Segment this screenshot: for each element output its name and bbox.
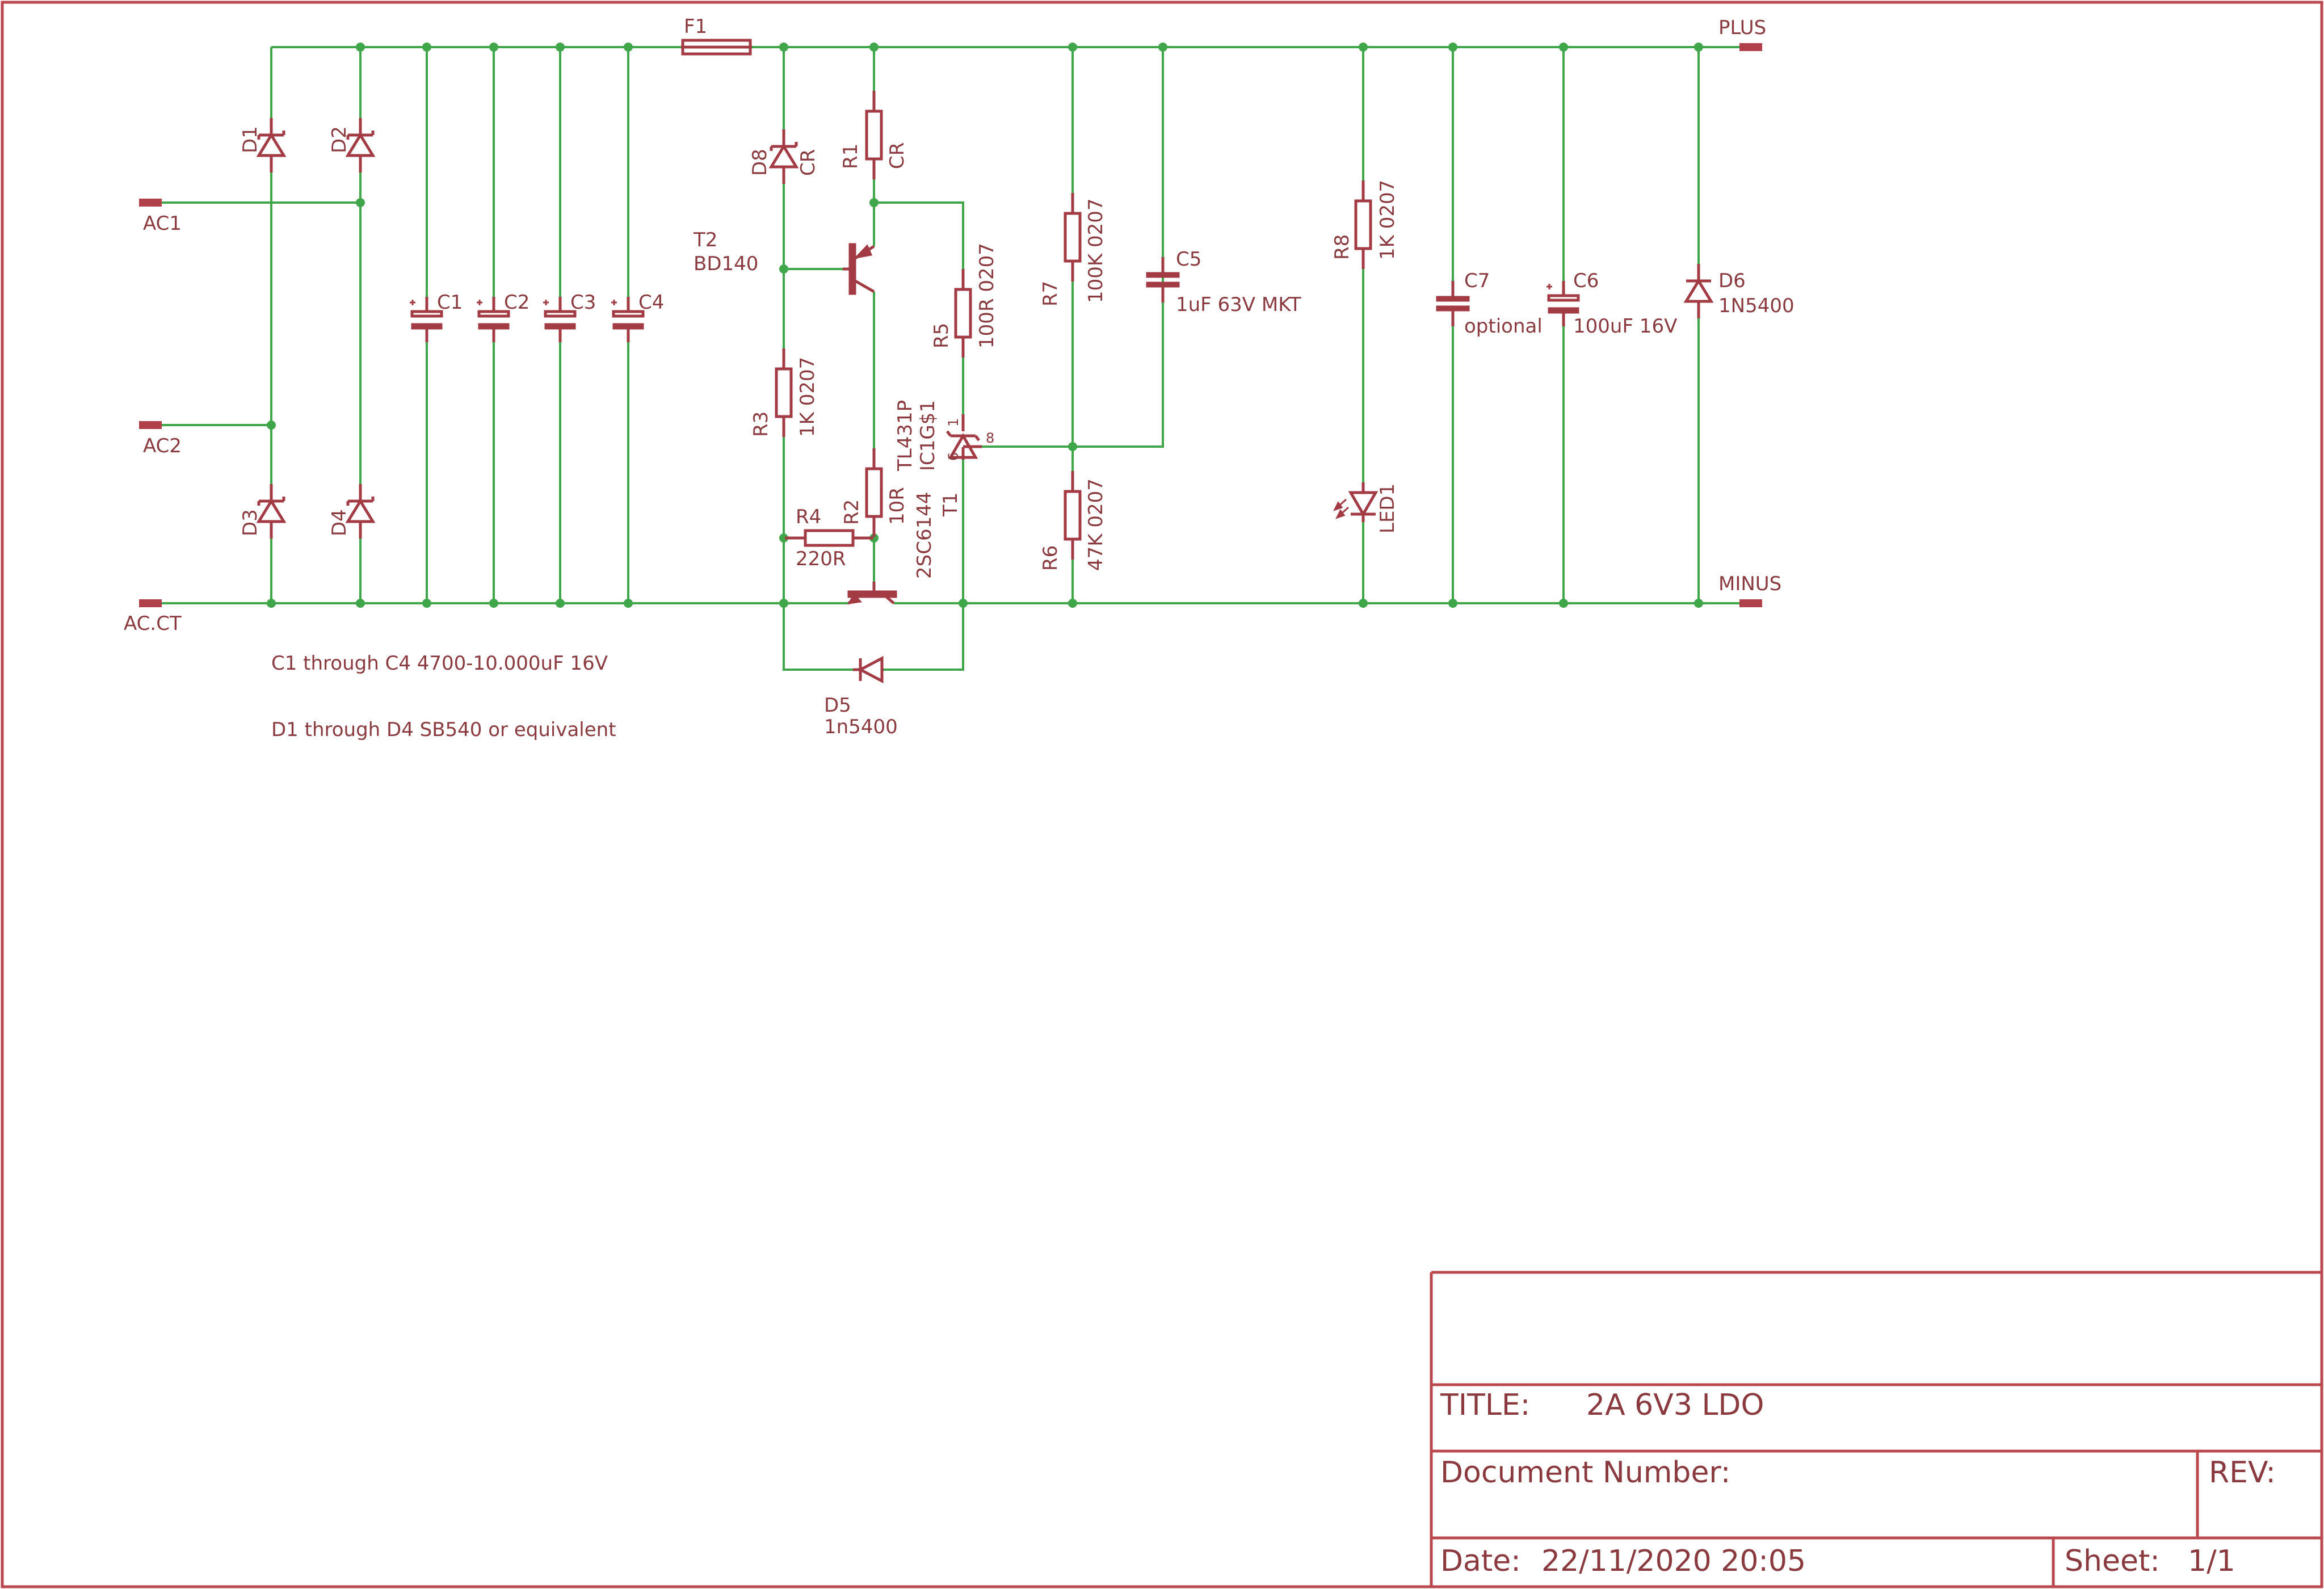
sheet-label: Sheet: — [2065, 1544, 2160, 1578]
note-diodes: D1 through D4 SB540 or equivalent — [271, 718, 616, 741]
pin-6-label: 6 — [945, 452, 961, 461]
capacitor-c2[interactable]: C2 — [477, 291, 529, 342]
port-minus[interactable]: MINUS — [1718, 573, 1781, 607]
label-ic1: IC1G$1 — [917, 400, 939, 471]
capacitor-c6[interactable]: C6 100uF 16V — [1546, 270, 1677, 338]
rev-label: REV: — [2209, 1456, 2276, 1490]
label-d2: D2 — [328, 126, 351, 153]
diode-d2[interactable]: D2 — [328, 118, 373, 173]
label-d8: D8 — [749, 149, 771, 176]
diode-d3[interactable]: D3 — [239, 484, 284, 539]
label-d3: D3 — [239, 509, 262, 536]
label-c7: C7 — [1464, 270, 1490, 292]
capacitor-c7[interactable]: C7 optional — [1437, 270, 1543, 338]
label-d1: D1 — [239, 126, 262, 153]
resistor-r6[interactable]: R6 47K 0207 — [1039, 471, 1107, 571]
label-r5: R5 — [930, 323, 953, 348]
value-t2: BD140 — [694, 253, 758, 275]
value-r2: 10R — [886, 487, 909, 525]
value-ic1: TL431P — [894, 400, 917, 472]
capacitor-c4[interactable]: C4 — [611, 291, 664, 342]
capacitor-c3[interactable]: C3 — [543, 291, 596, 342]
resistor-r3[interactable]: R3 1K 0207 — [750, 348, 819, 437]
value-r7: 100K 0207 — [1085, 198, 1107, 303]
port-ac1[interactable]: AC1 — [139, 199, 182, 235]
shunt-regulator-ic1[interactable]: TL431P IC1G$1 1 6 8 — [894, 400, 994, 472]
label-c1: C1 — [437, 291, 463, 314]
label-t2: T2 — [693, 229, 717, 251]
label-c5: C5 — [1176, 248, 1201, 271]
value-c6: 100uF 16V — [1573, 315, 1677, 338]
junction-dots — [267, 43, 1703, 608]
port-label-minus: MINUS — [1718, 573, 1781, 595]
pin-8-label: 8 — [986, 430, 994, 446]
fuse-f1[interactable]: F1 — [681, 15, 752, 56]
label-c4: C4 — [638, 291, 664, 314]
date-label: Date: — [1440, 1544, 1521, 1578]
label-r2: R2 — [840, 499, 863, 525]
label-r3: R3 — [750, 411, 772, 437]
capacitor-c1[interactable]: C1 — [410, 291, 463, 342]
resistor-r2[interactable]: R2 10R — [840, 448, 909, 537]
label-c3: C3 — [570, 291, 596, 314]
title-label: TITLE: — [1440, 1388, 1530, 1422]
title-value: 2A 6V3 LDO — [1586, 1388, 1764, 1422]
resistor-r4[interactable]: R4 220R — [785, 506, 873, 570]
port-label-ac1: AC1 — [143, 212, 182, 235]
port-label-ac2: AC2 — [143, 435, 182, 457]
label-d5: D5 — [824, 694, 851, 717]
value-d8: CR — [797, 149, 820, 176]
label-c6: C6 — [1573, 270, 1599, 292]
port-ac2[interactable]: AC2 — [139, 421, 182, 457]
wires — [139, 46, 1751, 671]
label-r7: R7 — [1039, 281, 1062, 306]
value-c5: 1uF 63V MKT — [1176, 293, 1301, 316]
label-led1: LED1 — [1376, 484, 1399, 533]
diode-d5[interactable]: D5 1n5400 — [824, 655, 898, 738]
title-block: TITLE: 2A 6V3 LDO Document Number: REV: … — [1430, 1271, 2322, 1587]
resistor-r5[interactable]: R5 100R 0207 — [930, 243, 998, 358]
diode-d4[interactable]: D4 — [328, 484, 373, 539]
diode-d6[interactable]: D6 1N5400 — [1686, 264, 1795, 318]
resistor-r7[interactable]: R7 100K 0207 — [1039, 193, 1107, 306]
label-r8: R8 — [1331, 234, 1354, 260]
value-r5: 100R 0207 — [976, 243, 998, 348]
transistor-t1[interactable]: 2SC6144 T1 — [847, 492, 962, 605]
value-c7: optional — [1464, 315, 1543, 338]
value-r1: CR — [886, 142, 909, 169]
diode-d1[interactable]: D1 — [239, 118, 284, 173]
sheet-value: 1/1 — [2188, 1544, 2235, 1578]
port-label-plus: PLUS — [1718, 16, 1766, 39]
led-led1[interactable]: LED1 — [1333, 482, 1399, 533]
diode-d8[interactable]: D8 CR — [749, 129, 820, 184]
port-ac-ct[interactable]: AC.CT — [124, 599, 182, 635]
value-r4: 220R — [796, 548, 846, 570]
label-r1: R1 — [839, 144, 862, 169]
label-t1: T1 — [939, 493, 962, 517]
value-t1: 2SC6144 — [913, 492, 936, 579]
value-r8: 1K 0207 — [1376, 180, 1399, 260]
label-f1: F1 — [684, 15, 707, 38]
date-value: 22/11/2020 20:05 — [1541, 1544, 1806, 1578]
label-d4: D4 — [328, 509, 351, 536]
value-d6: 1N5400 — [1718, 295, 1795, 317]
label-r6: R6 — [1039, 545, 1062, 571]
transistor-t2[interactable]: T2 BD140 — [693, 229, 875, 295]
pin-1-label: 1 — [945, 418, 961, 427]
capacitor-c5[interactable]: C5 1uF 63V MKT — [1147, 248, 1301, 316]
port-label-ac-ct: AC.CT — [124, 612, 182, 635]
label-r4: R4 — [796, 506, 821, 528]
note-caps: C1 through C4 4700-10.000uF 16V — [271, 652, 608, 675]
document-number-label: Document Number: — [1440, 1456, 1730, 1490]
value-d5: 1n5400 — [824, 716, 898, 738]
resistor-r8[interactable]: R8 1K 0207 — [1331, 180, 1399, 269]
value-r3: 1K 0207 — [796, 357, 819, 437]
label-d6: D6 — [1718, 270, 1746, 292]
port-plus[interactable]: PLUS — [1718, 16, 1766, 51]
value-r6: 47K 0207 — [1085, 478, 1107, 571]
resistor-r1[interactable]: R1 CR — [839, 91, 909, 179]
label-c2: C2 — [504, 291, 529, 314]
